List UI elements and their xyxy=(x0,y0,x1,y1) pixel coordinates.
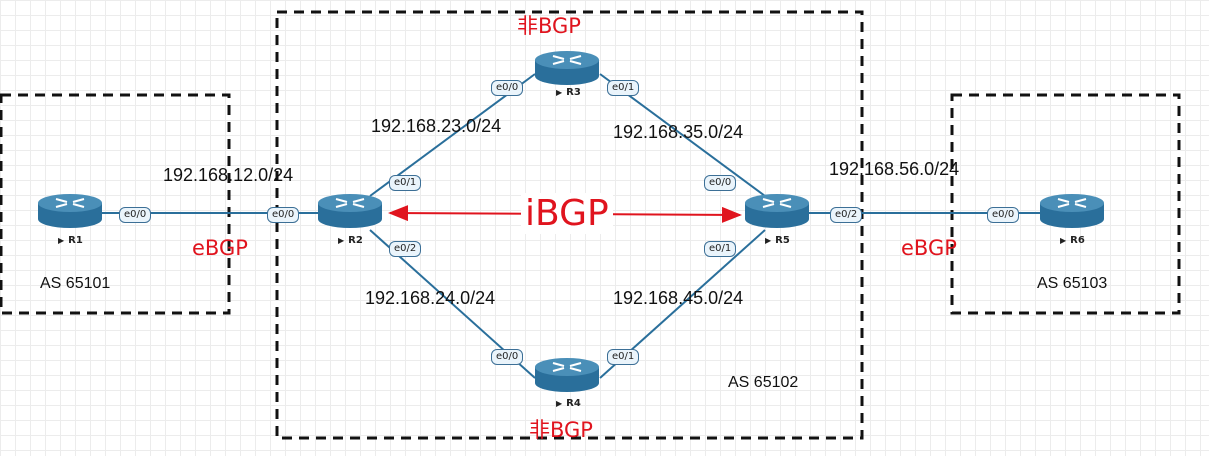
router-r4-icon[interactable] xyxy=(534,357,600,393)
as-65102-label: AS 65102 xyxy=(728,374,799,391)
as-65102-boundary xyxy=(275,10,864,440)
subnet-r1-r2: 192.168.12.0/24 xyxy=(163,165,294,185)
router-r1-icon[interactable] xyxy=(37,193,103,229)
router-r2-icon[interactable] xyxy=(317,193,383,229)
router-r6-name: R6 xyxy=(1060,235,1085,246)
as-65101-label: AS 65101 xyxy=(40,275,111,292)
port-r2-e01[interactable]: e0/1 xyxy=(389,175,422,191)
port-r6-e00[interactable]: e0/0 xyxy=(987,207,1020,223)
subnet-r5-r6: 192.168.56.0/24 xyxy=(829,159,960,179)
router-r2-name: R2 xyxy=(338,235,363,246)
port-r5-e00[interactable]: e0/0 xyxy=(704,175,737,191)
port-r4-e00[interactable]: e0/0 xyxy=(491,349,524,365)
ebgp-left-label: eBGP xyxy=(192,236,248,260)
subnet-r3-r5: 192.168.35.0/24 xyxy=(613,122,744,142)
subnet-r4-r5: 192.168.45.0/24 xyxy=(613,288,744,308)
router-r3-name: R3 xyxy=(556,87,581,98)
subnet-r2-r4: 192.168.24.0/24 xyxy=(365,288,496,308)
subnet-r2-r3: 192.168.23.0/24 xyxy=(371,116,502,136)
non-bgp-r4-label: 非BGP xyxy=(529,418,593,442)
port-r2-e02[interactable]: e0/2 xyxy=(389,241,422,257)
router-r6-icon[interactable] xyxy=(1039,193,1105,229)
as-65103-label: AS 65103 xyxy=(1037,275,1108,292)
ebgp-right-label: eBGP xyxy=(901,236,957,260)
router-r5-name: R5 xyxy=(765,235,790,246)
port-r3-e01[interactable]: e0/1 xyxy=(607,80,640,96)
port-r1-e00[interactable]: e0/0 xyxy=(119,207,152,223)
as-65101-boundary xyxy=(0,93,231,315)
ibgp-label: iBGP xyxy=(521,193,613,234)
router-r3-icon[interactable] xyxy=(534,50,600,86)
router-r1-name: R1 xyxy=(58,235,83,246)
router-r4-name: R4 xyxy=(556,398,581,409)
non-bgp-r3-label: 非BGP xyxy=(517,14,581,38)
port-r4-e01[interactable]: e0/1 xyxy=(607,349,640,365)
port-r3-e00[interactable]: e0/0 xyxy=(491,80,524,96)
port-r2-e00[interactable]: e0/0 xyxy=(267,207,300,223)
router-r5-icon[interactable] xyxy=(744,193,810,229)
port-r5-e02[interactable]: e0/2 xyxy=(830,207,863,223)
port-r5-e01[interactable]: e0/1 xyxy=(704,241,737,257)
